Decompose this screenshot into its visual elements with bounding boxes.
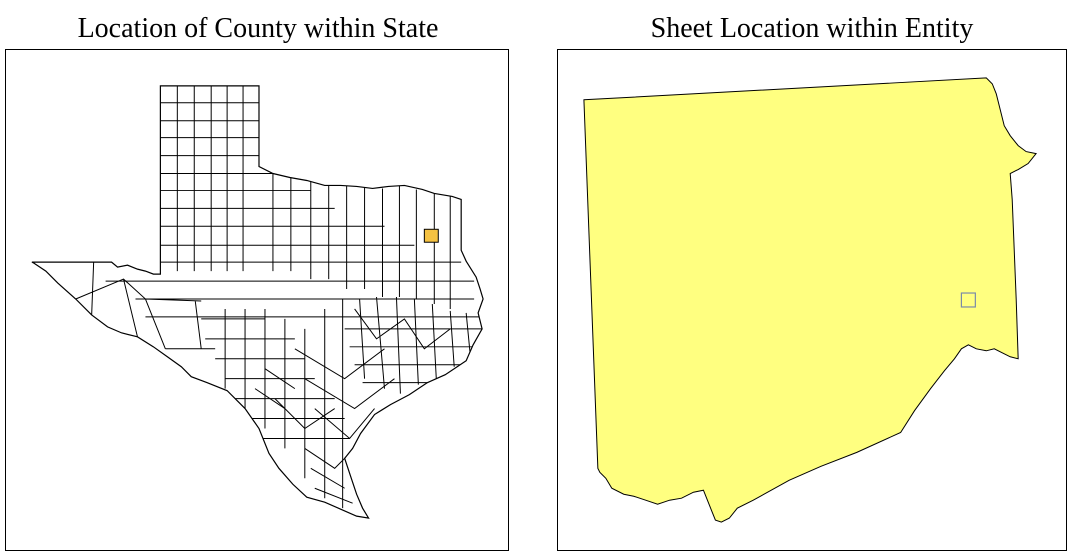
- state-locator-title: Location of County within State: [77, 13, 439, 44]
- county-boundaries: [75, 85, 483, 509]
- state-outline: [31, 85, 484, 519]
- county-shape: [583, 77, 1038, 523]
- state-map-frame: [5, 49, 509, 551]
- entity-locator-title: Sheet Location within Entity: [650, 13, 974, 44]
- sheet-location-marker: [960, 292, 976, 308]
- entity-locator-panel: Sheet Location within Entity: [557, 0, 1067, 554]
- highlighted-county: [423, 228, 439, 243]
- entity-map: [583, 77, 1038, 523]
- state-fill: [31, 85, 484, 519]
- state-locator-panel: Location of County within State: [5, 0, 511, 554]
- entity-map-frame: [557, 49, 1067, 551]
- state-map: [31, 85, 484, 519]
